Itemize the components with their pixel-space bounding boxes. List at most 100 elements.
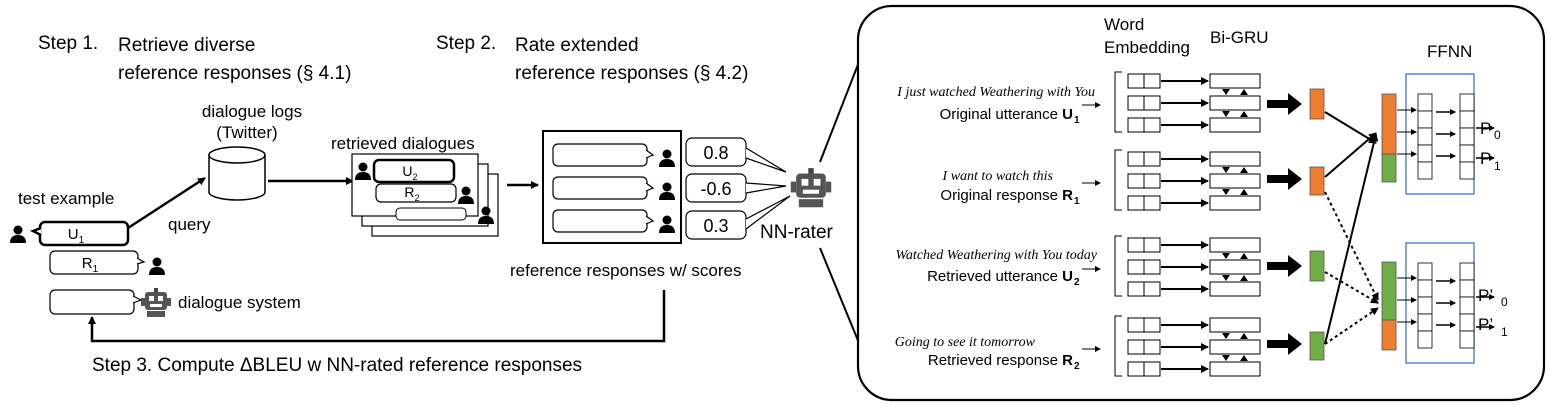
dialogue-logs-label: dialogue logs xyxy=(202,102,302,121)
ffnn-header: FFNN xyxy=(1427,42,1472,61)
u1-sub: 1 xyxy=(79,235,85,246)
score-value-2: -0.6 xyxy=(700,179,731,199)
system-bubble xyxy=(49,289,143,315)
ffnn-hidden-unit xyxy=(1459,279,1475,298)
pooled-vector-r1 xyxy=(1309,166,1325,196)
input-sym-r1: R xyxy=(1062,187,1073,204)
input-label-r2: Going to see it tomorrow Retrieved respo… xyxy=(895,335,1080,372)
output-pp1-prime: ’ xyxy=(1489,315,1493,334)
bigru-cell xyxy=(1209,173,1261,189)
input-name-u1: Original utterance xyxy=(940,106,1058,123)
ffnn-hidden-unit xyxy=(1417,262,1433,281)
step2-title-line1: Rate extended xyxy=(515,35,639,56)
model-column-headers: Word Embedding Bi-GRU FFNN xyxy=(1104,15,1472,61)
output-pp1-base: P xyxy=(1478,315,1489,334)
svg-text:R2: R2 xyxy=(404,184,419,203)
svg-text:Original response R: Original response R xyxy=(940,187,1073,204)
ffnn-hidden-unit xyxy=(1417,330,1433,349)
bigru-cell xyxy=(1209,339,1261,355)
u1-label: U xyxy=(68,226,79,243)
bigru-header: Bi-GRU xyxy=(1210,28,1269,47)
output-pp0-prime: ’ xyxy=(1489,286,1493,305)
output-pp1-sub: 1 xyxy=(1501,325,1508,339)
step2-title-line2: reference responses (§ 4.2) xyxy=(515,63,748,84)
ffnn-hidden-unit xyxy=(1459,296,1475,315)
bigru-cell xyxy=(1209,117,1261,133)
input-name-u2: Retrieved utterance xyxy=(927,268,1058,285)
score-bubble-3: 0.3 xyxy=(685,195,791,240)
dialogue-logs-sub: (Twitter) xyxy=(216,123,277,142)
concat-vector-bottom xyxy=(1381,261,1397,351)
r2-label: R xyxy=(404,184,414,200)
encoder-u2 xyxy=(1082,235,1261,297)
bigru-cell xyxy=(1209,195,1261,211)
ffnn-hidden-unit xyxy=(1417,161,1433,180)
output-p0: P 0 xyxy=(1480,119,1501,142)
encoder-r2 xyxy=(1082,315,1261,377)
step3-loop-arrow xyxy=(88,290,666,343)
ffnn-hidden-unit xyxy=(1459,313,1475,332)
responder-person-icon xyxy=(149,257,165,275)
nn-rater-label: NN-rater xyxy=(760,222,834,243)
combination-arrows xyxy=(1324,111,1379,345)
input-sub-r1: 1 xyxy=(1074,196,1080,207)
r1-sub: 1 xyxy=(93,264,99,275)
retrieved-dialogues-label: retrieved dialogues xyxy=(331,134,475,153)
pooled-vectors xyxy=(1309,88,1325,361)
bigru-cell xyxy=(1209,259,1261,275)
bigru-cell xyxy=(1209,317,1261,333)
output-p-prime-0: P’ 0 xyxy=(1478,286,1508,309)
embedding-header-line1: Word xyxy=(1104,15,1144,34)
score-bubble-1: 0.8 xyxy=(685,137,787,173)
input-example-r2: Going to see it tomorrow xyxy=(895,335,1036,350)
ffnn-hidden-unit xyxy=(1459,161,1475,180)
ffnn-hidden-unit xyxy=(1459,262,1475,281)
step1-title-line1: Retrieve diverse xyxy=(118,35,255,56)
score-value-3: 0.3 xyxy=(703,216,728,236)
ffnn-hidden-unit xyxy=(1417,313,1433,332)
step2-label: Step 2. xyxy=(436,33,496,54)
input-sub-u1: 1 xyxy=(1074,115,1080,126)
svg-text:P: P xyxy=(1480,119,1491,138)
svg-text:P’: P’ xyxy=(1478,286,1493,305)
bigru-cell xyxy=(1209,151,1261,167)
database-icon xyxy=(208,146,266,201)
bigru-cell xyxy=(1209,281,1261,297)
input-name-r2: Retrieved response xyxy=(928,352,1058,369)
pooling-arrows xyxy=(1267,93,1302,355)
pooled-vector-u2 xyxy=(1309,250,1325,282)
ffnn-hidden-unit xyxy=(1459,144,1475,163)
ffnn-block-top xyxy=(1397,73,1495,195)
ffnn-hidden-unit xyxy=(1417,110,1433,129)
ffnn-hidden-unit xyxy=(1417,279,1433,298)
pooled-vector-r2 xyxy=(1309,331,1325,361)
encoder-r1 xyxy=(1082,149,1261,211)
ffnn-hidden-unit xyxy=(1417,144,1433,163)
output-p-prime-1: P’ 1 xyxy=(1478,315,1508,339)
svg-text:Retrieved response R: Retrieved response R xyxy=(928,352,1073,369)
ffnn-hidden-unit xyxy=(1417,127,1433,146)
input-label-u2: Watched Weathering with You today Retrie… xyxy=(896,248,1098,288)
bigru-cell xyxy=(1209,237,1261,253)
output-pp0-sub: 0 xyxy=(1501,295,1508,309)
output-pp0-base: P xyxy=(1478,286,1489,305)
ffnn-hidden-unit xyxy=(1459,127,1475,146)
encoder-u1 xyxy=(1082,71,1261,133)
embedding-header-line2: Embedding xyxy=(1104,38,1190,57)
ffnn-block-bottom xyxy=(1397,242,1495,364)
ffnn-hidden-unit xyxy=(1417,93,1433,112)
step1-label: Step 1. xyxy=(38,33,98,54)
svg-text:U2: U2 xyxy=(402,163,417,182)
bigru-cell xyxy=(1209,361,1261,377)
output-p1-base: P xyxy=(1480,149,1491,168)
r1-label: R xyxy=(82,255,93,272)
input-name-r1: Original response xyxy=(940,187,1058,204)
input-label-r1: I want to watch this Original response R… xyxy=(940,169,1080,207)
dialogue-system-robot-icon xyxy=(141,288,171,317)
ffnn-hidden-unit xyxy=(1417,296,1433,315)
nn-rater-robot-icon xyxy=(790,168,832,208)
output-p0-base: P xyxy=(1480,119,1491,138)
input-sub-r2: 2 xyxy=(1074,361,1080,372)
